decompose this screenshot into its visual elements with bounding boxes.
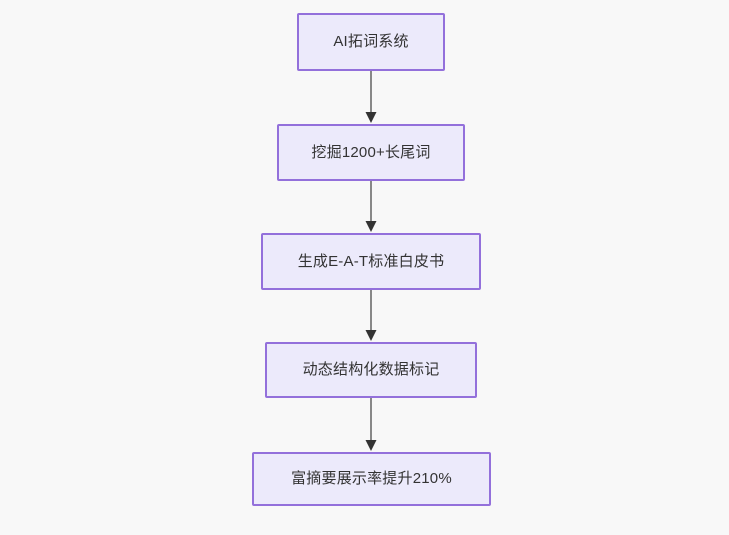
flowchart-edge-1 <box>359 181 383 233</box>
flowchart-edge-3 <box>359 398 383 452</box>
node-label: 挖掘1200+长尾词 <box>311 143 431 161</box>
arrow-down-icon <box>365 181 377 232</box>
flowchart-node-rich-snippet-impression-uplift[interactable]: 富摘要展示率提升210% <box>252 452 491 506</box>
arrow-down-icon <box>365 71 377 123</box>
flowchart-node-dynamic-structured-data-markup[interactable]: 动态结构化数据标记 <box>265 342 477 398</box>
flowchart-node-generate-eat-whitepaper[interactable]: 生成E-A-T标准白皮书 <box>261 233 481 290</box>
node-label: 动态结构化数据标记 <box>302 361 440 378</box>
flowchart-edge-0 <box>359 71 383 124</box>
node-label: 富摘要展示率提升210% <box>291 470 452 487</box>
arrow-down-icon <box>365 290 377 341</box>
flowchart-edge-2 <box>359 290 383 342</box>
node-label: 生成E-A-T标准白皮书 <box>297 252 445 270</box>
flowchart-node-ai-keyword-system[interactable]: AI拓词系统 <box>297 13 445 71</box>
flowchart-node-mine-longtail-keywords[interactable]: 挖掘1200+长尾词 <box>277 124 465 181</box>
node-label: AI拓词系统 <box>333 33 409 50</box>
arrow-down-icon <box>365 398 377 451</box>
